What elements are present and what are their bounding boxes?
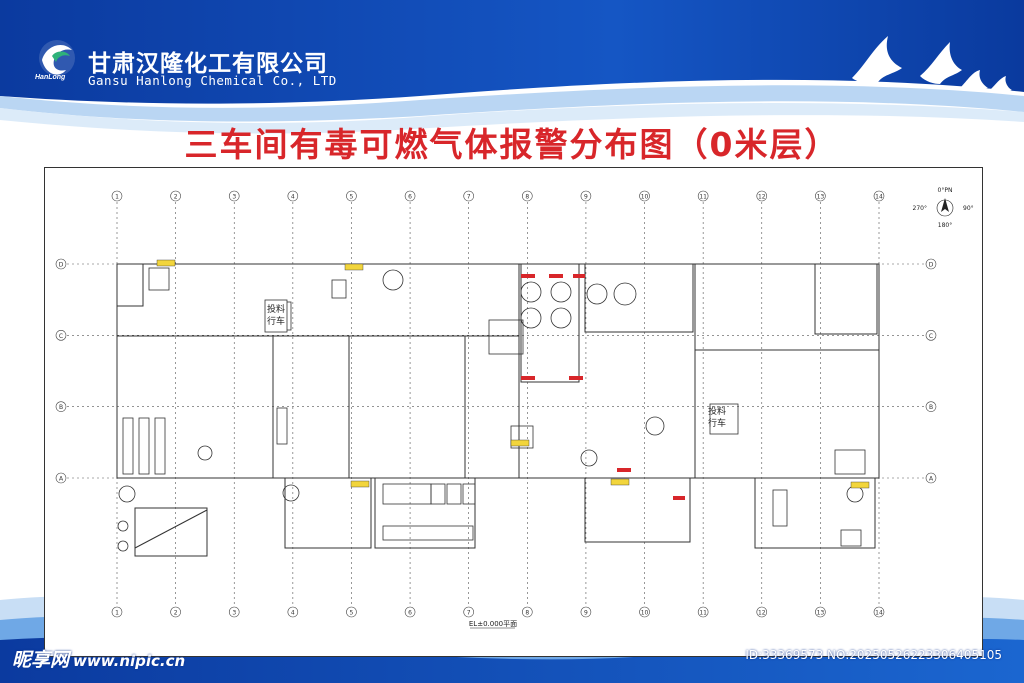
axis-number: 2 bbox=[174, 194, 178, 201]
axis-marker bbox=[346, 606, 357, 618]
crane-label-1: 投料 行车 bbox=[264, 299, 288, 333]
axis-number: 12 bbox=[758, 610, 766, 617]
svg-text:投料: 投料 bbox=[708, 405, 726, 417]
axis-number: 2 bbox=[174, 610, 178, 617]
company-name-en: Gansu Hanlong Chemical Co., LTD bbox=[88, 73, 337, 88]
axis-number: 1 bbox=[115, 610, 119, 617]
axis-number: 14 bbox=[875, 610, 883, 617]
axis-number: 12 bbox=[758, 194, 766, 201]
axis-number: 14 bbox=[875, 194, 883, 201]
axis-number: 5 bbox=[350, 194, 354, 201]
axis-number: 3 bbox=[232, 194, 236, 201]
axis-marker bbox=[925, 330, 937, 341]
axis-marker bbox=[639, 190, 650, 202]
floor-level-label: EL±0.000平面 bbox=[469, 620, 517, 628]
svg-text:180°: 180° bbox=[938, 222, 952, 229]
axis-marker bbox=[873, 190, 885, 202]
axis-number: 13 bbox=[817, 194, 825, 201]
axis-marker bbox=[925, 401, 937, 412]
axis-marker bbox=[463, 190, 474, 202]
axis-number: 7 bbox=[467, 610, 471, 617]
axis-marker bbox=[697, 190, 709, 202]
watermark-id: ID:33369573 NO:20250526223306405105 bbox=[745, 648, 1002, 662]
axis-marker bbox=[228, 190, 240, 202]
axis-marker bbox=[639, 606, 650, 618]
axis-number: 10 bbox=[641, 194, 649, 201]
axis-marker bbox=[697, 606, 709, 618]
axis-marker bbox=[170, 606, 181, 618]
axis-number: 1 bbox=[115, 194, 119, 201]
axis-number: 11 bbox=[699, 610, 707, 617]
axis-marker bbox=[580, 190, 592, 202]
axis-marker bbox=[287, 190, 299, 202]
gas-alarm-markers bbox=[521, 274, 685, 500]
axis-number: 3 bbox=[232, 610, 236, 617]
axis-marker bbox=[404, 606, 416, 618]
svg-text:行车: 行车 bbox=[708, 417, 726, 429]
watermark-site-url: www.nipic.cn bbox=[73, 652, 186, 670]
equipment bbox=[117, 267, 866, 552]
svg-text:90°: 90° bbox=[963, 205, 974, 212]
svg-text:行车: 行车 bbox=[267, 315, 285, 327]
axis-letter: A bbox=[929, 476, 934, 483]
axis-marker bbox=[404, 190, 416, 202]
company-name-cn: 甘肃汉隆化工有限公司 bbox=[88, 51, 328, 77]
axis-number: 6 bbox=[408, 194, 412, 201]
dove-icon bbox=[852, 36, 1012, 93]
axis-letter: D bbox=[929, 262, 934, 269]
axis-marker bbox=[111, 606, 123, 618]
building-outline bbox=[116, 263, 880, 557]
axis-marker bbox=[925, 258, 937, 270]
company-logo-icon bbox=[39, 40, 75, 76]
axis-number: 6 bbox=[408, 610, 412, 617]
axis-number: 9 bbox=[584, 610, 588, 617]
axis-number: 5 bbox=[350, 610, 354, 617]
logo-label: HanLong bbox=[35, 74, 66, 81]
axis-marker bbox=[580, 606, 592, 618]
axis-number: 4 bbox=[291, 610, 295, 617]
axis-number: 10 bbox=[641, 610, 649, 617]
axis-marker bbox=[815, 606, 826, 618]
axis-number: 11 bbox=[699, 194, 707, 201]
axis-letter: C bbox=[929, 333, 933, 340]
axis-number: 9 bbox=[584, 194, 588, 201]
axis-marker bbox=[925, 472, 937, 484]
axis-number: 7 bbox=[467, 194, 471, 201]
north-compass-icon: 0°PN 270° 90° 180° bbox=[913, 187, 974, 229]
axis-marker bbox=[55, 472, 67, 484]
axis-letter: A bbox=[59, 476, 64, 483]
axis-letter: D bbox=[59, 262, 64, 269]
axis-marker bbox=[522, 606, 533, 618]
axis-number: 8 bbox=[525, 610, 529, 617]
axis-marker bbox=[756, 606, 768, 618]
axis-number: 4 bbox=[291, 194, 295, 201]
axis-marker bbox=[111, 190, 123, 202]
axis-number: 13 bbox=[817, 610, 825, 617]
axis-marker bbox=[815, 190, 826, 202]
axis-marker bbox=[55, 258, 67, 270]
axis-marker bbox=[756, 190, 768, 202]
axis-marker bbox=[463, 606, 474, 618]
axis-marker bbox=[228, 606, 240, 618]
svg-text:0°PN: 0°PN bbox=[938, 187, 953, 194]
axis-marker bbox=[873, 606, 885, 618]
axis-marker bbox=[55, 401, 67, 412]
axis-letter: B bbox=[59, 404, 63, 411]
axis-marker bbox=[55, 330, 67, 341]
svg-text:270°: 270° bbox=[913, 205, 927, 212]
axis-marker bbox=[170, 190, 181, 202]
axis-marker bbox=[287, 606, 299, 618]
watermark-site-name: 昵享网 bbox=[12, 649, 70, 671]
page-title: 三车间有毒可燃气体报警分布图（0米层） bbox=[184, 125, 840, 164]
svg-text:投料: 投料 bbox=[267, 303, 285, 315]
crane-label-2: 投料 行车 bbox=[708, 405, 726, 429]
axis-letter: C bbox=[59, 333, 63, 340]
axis-marker bbox=[346, 190, 357, 202]
axis-marker bbox=[522, 190, 533, 202]
axis-number: 8 bbox=[525, 194, 529, 201]
alarm-tags bbox=[156, 259, 870, 489]
axis-letter: B bbox=[929, 404, 933, 411]
